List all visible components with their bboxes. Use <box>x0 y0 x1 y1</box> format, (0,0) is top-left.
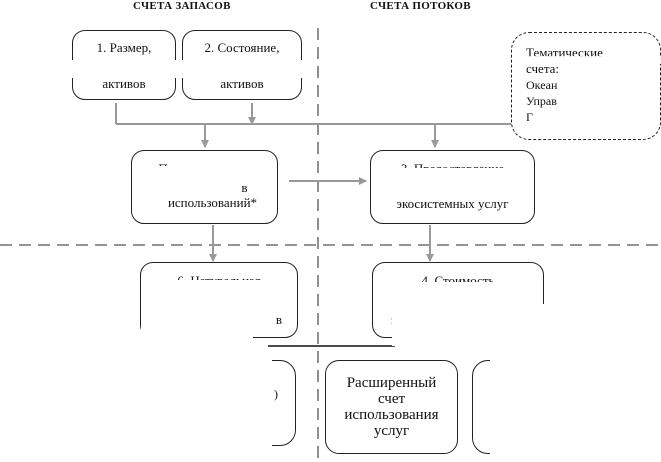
box-projected-use: Прогнозируемое в использований* <box>131 150 278 224</box>
box-natural-line2: в <box>275 312 283 327</box>
box-size-line2: активов <box>102 76 146 91</box>
box-condition-line2: активов <box>220 76 264 91</box>
thematic-line3: Океан <box>526 78 558 92</box>
box-projected-line2: в <box>241 180 248 195</box>
thematic-line4: Управ <box>526 94 557 108</box>
box-projected-line3: использований* <box>167 195 258 210</box>
box-thematic-accounts: Тематические счета: Океан Управ Г <box>511 32 661 140</box>
ext-line4: услуг <box>373 423 410 439</box>
ext-line1: Расширенный <box>346 375 437 391</box>
thematic-mask <box>512 56 661 64</box>
box-natural-mask2 <box>141 305 253 345</box>
flow-accounts-header: СЧЕТА ПОТОКОВ <box>370 0 471 12</box>
thematic-line2: счета: <box>526 61 560 76</box>
box-extended-usage-account: Расширенный счет использования услуг <box>325 360 458 454</box>
box-provision-line2: экосистемных услуг <box>396 196 509 211</box>
ext-line2: счет <box>377 391 406 407</box>
stock-accounts-header: СЧЕТА ЗАПАСОВ <box>133 0 231 12</box>
box-condition-line1: 2. Состояние, <box>204 40 280 55</box>
box-value-mask2 <box>392 304 562 346</box>
box-bottom-right-mask <box>490 355 610 459</box>
box-natural-mask <box>141 280 297 308</box>
box-projected-mask <box>132 166 277 184</box>
box-bottom-left-mask <box>218 355 272 451</box>
box-bottom-left-glyph: ) <box>274 387 278 401</box>
thematic-line5: Г <box>526 110 533 124</box>
ext-line3: использования <box>344 407 439 423</box>
box-size-mask <box>60 60 180 78</box>
box-condition-mask <box>178 60 304 78</box>
box-size-line1: 1. Размер, <box>96 40 152 55</box>
box-provision-mask <box>371 168 534 194</box>
